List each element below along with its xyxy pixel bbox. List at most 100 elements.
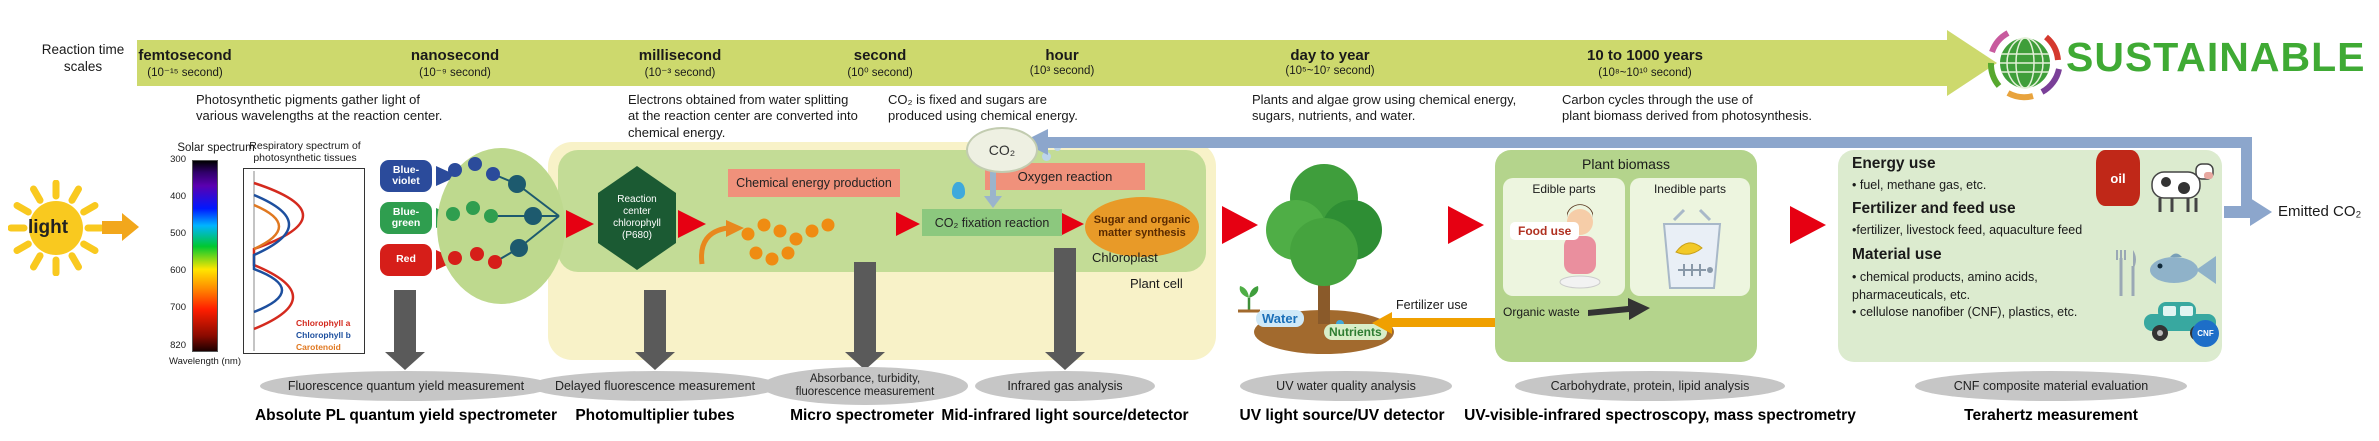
timeline-point-hour: hour (10³ second) [1030,47,1095,77]
measurement-instrument: Micro spectrometer [790,407,934,424]
flow-arrow [1790,206,1826,244]
timeline-point-name: 10 to 1000 years [1587,47,1703,64]
water-label: Water [1256,310,1304,327]
timeline-point-exp: (10⁸~10¹⁰ second) [1598,67,1692,79]
solar-spectrum-gradient-bar [192,160,218,352]
flow-arrow [1060,212,1084,236]
respiratory-spectrum-chart [243,168,365,354]
co2-fixation-box: CO₂ fixation reaction [922,209,1062,236]
legend-carotenoid: Carotenoid [296,342,341,352]
timeline-point-name: hour [1045,47,1079,64]
organic-waste-label: Organic waste [1503,305,1580,319]
down-arrow [385,290,425,370]
sun-icon [8,180,104,276]
cow-icon [2151,163,2214,212]
measurement-instrument: Photomultiplier tubes [575,407,735,424]
bubble-icon [1042,152,1051,161]
timeline-point-name: femtosecond [138,47,232,64]
utensils-icon [2116,250,2136,296]
food-waste-illustration [1662,208,1722,289]
timeline-point-day-to-year: day to year (10⁵~10⁷ second) [1285,47,1374,77]
feed-use-items: •fertilizer, livestock feed, aquaculture… [1852,223,2083,237]
person-eating-illustration [1559,204,1601,289]
plant-cell-label: Plant cell [1130,276,1183,291]
timeline-point-exp: (10⁰ second) [847,67,913,79]
seedling-icon [1238,286,1260,313]
emitted-co2-arrow-body [2224,206,2250,218]
timeline-point-exp: (10⁵~10⁷ second) [1285,65,1375,77]
legend-chlorophyll-a: Chlorophyll a [296,318,351,328]
food-use-label: Food use [1510,222,1580,240]
reaction-time-scales-label: Reaction time scales [41,42,125,74]
measurement-instrument: Absolute PL quantum yield spectrometer [254,407,558,424]
measurement-method: Absorbance, turbidity, fluorescence meas… [762,367,968,405]
flow-arrow [678,210,706,238]
wavelength-tick: 700 [170,302,186,313]
description-carbon-cycles: Carbon cycles through the use of plant b… [1562,92,1813,124]
sugar-synthesis-ellipse: Sugar and organic matter synthesis [1085,197,1199,257]
edible-parts-label: Edible parts [1532,182,1596,196]
band-blue-green: Blue-green [380,202,432,234]
co2-return-arrow-body [1048,137,2252,148]
energy-use-items: • fuel, methane gas, etc. [1852,178,1987,192]
co2-return-arrow-riser [2241,137,2252,209]
energy-use-title: Energy use [1852,155,1936,172]
timeline-point-name: millisecond [638,47,722,64]
sustainable-title: SUSTAINABLE [2066,34,2366,80]
fertilizer-use-label: Fertilizer use [1396,298,1468,312]
wavelength-axis-label: Wavelength (nm) [169,356,241,367]
wavelength-tick: 820 [170,340,186,351]
fish-icon [2150,253,2216,284]
cnf-badge: CNF [2192,320,2219,347]
oxygen-reaction-box: Oxygen reaction [985,163,1145,190]
co2-down-line [990,172,996,198]
band-red: Red [380,244,432,276]
energy-carrier-dots [699,218,835,266]
inedible-parts-label: Inedible parts [1653,182,1727,196]
emitted-co2-label: Emitted CO₂ [2278,203,2362,220]
pigment-dots [446,157,560,269]
description-plants-grow: Plants and algae grow using chemical ene… [1252,92,1517,124]
measurement-instrument: Terahertz measurement [1964,407,2138,424]
light-arrow-body [102,221,122,234]
emitted-co2-arrow-head [2250,198,2272,226]
measurement-method: Infrared gas analysis [975,371,1155,401]
co2-down-arrow-head [984,196,1002,208]
timeline-point-femtosecond: femtosecond (10⁻¹⁵ second) [138,47,231,79]
flow-arrow [566,210,594,238]
solar-spectrum-title: Solar spectrum [177,142,255,154]
timeline-point-exp: (10⁻⁹ second) [419,67,491,79]
band-blue-violet: Blue-violet [380,160,432,192]
description-pigments: Photosynthetic pigments gather light of … [196,92,443,124]
oil-barrel-icon: oil [2096,150,2140,206]
timeline-arrow-body [137,40,1947,86]
measurement-instrument: UV-visible-infrared spectroscopy, mass s… [1464,407,1856,424]
light-arrow-head [122,213,139,241]
material-use-items: • chemical products, amino acids, pharma… [1852,270,2078,319]
flow-arrow [1222,206,1258,244]
chemical-energy-production-box: Chemical energy production [728,169,900,197]
timeline-point-name: nanosecond [410,47,500,64]
wavelength-tick: 300 [170,154,186,165]
chloroplast-label: Chloroplast [1092,250,1158,265]
wavelength-tick: 400 [170,191,186,202]
organic-waste-arrow [1588,298,1650,320]
fertilizer-arrow-body [1392,318,1495,327]
timeline-point-millisecond: millisecond (10⁻³ second) [639,47,722,79]
down-arrow [1045,248,1085,370]
sustainable-globe-icon [1988,30,2062,101]
measurement-instrument: Mid-infrared light source/detector [941,407,1189,424]
absorption-curves [252,171,304,351]
timeline-point-second: second (10⁰ second) [847,47,912,79]
plant-biomass-title: Plant biomass [1582,156,1670,172]
light-label: light [27,217,69,238]
down-arrow [845,262,885,370]
nutrients-label: Nutrients [1324,324,1387,340]
measurement-method: Carbohydrate, protein, lipid analysis [1515,371,1785,401]
timeline-point-exp: (10⁻¹⁵ second) [147,67,223,79]
down-arrow [635,290,675,370]
flow-arrow [1448,206,1484,244]
water-droplet-icon [952,182,965,199]
flow-arrow [896,212,920,236]
